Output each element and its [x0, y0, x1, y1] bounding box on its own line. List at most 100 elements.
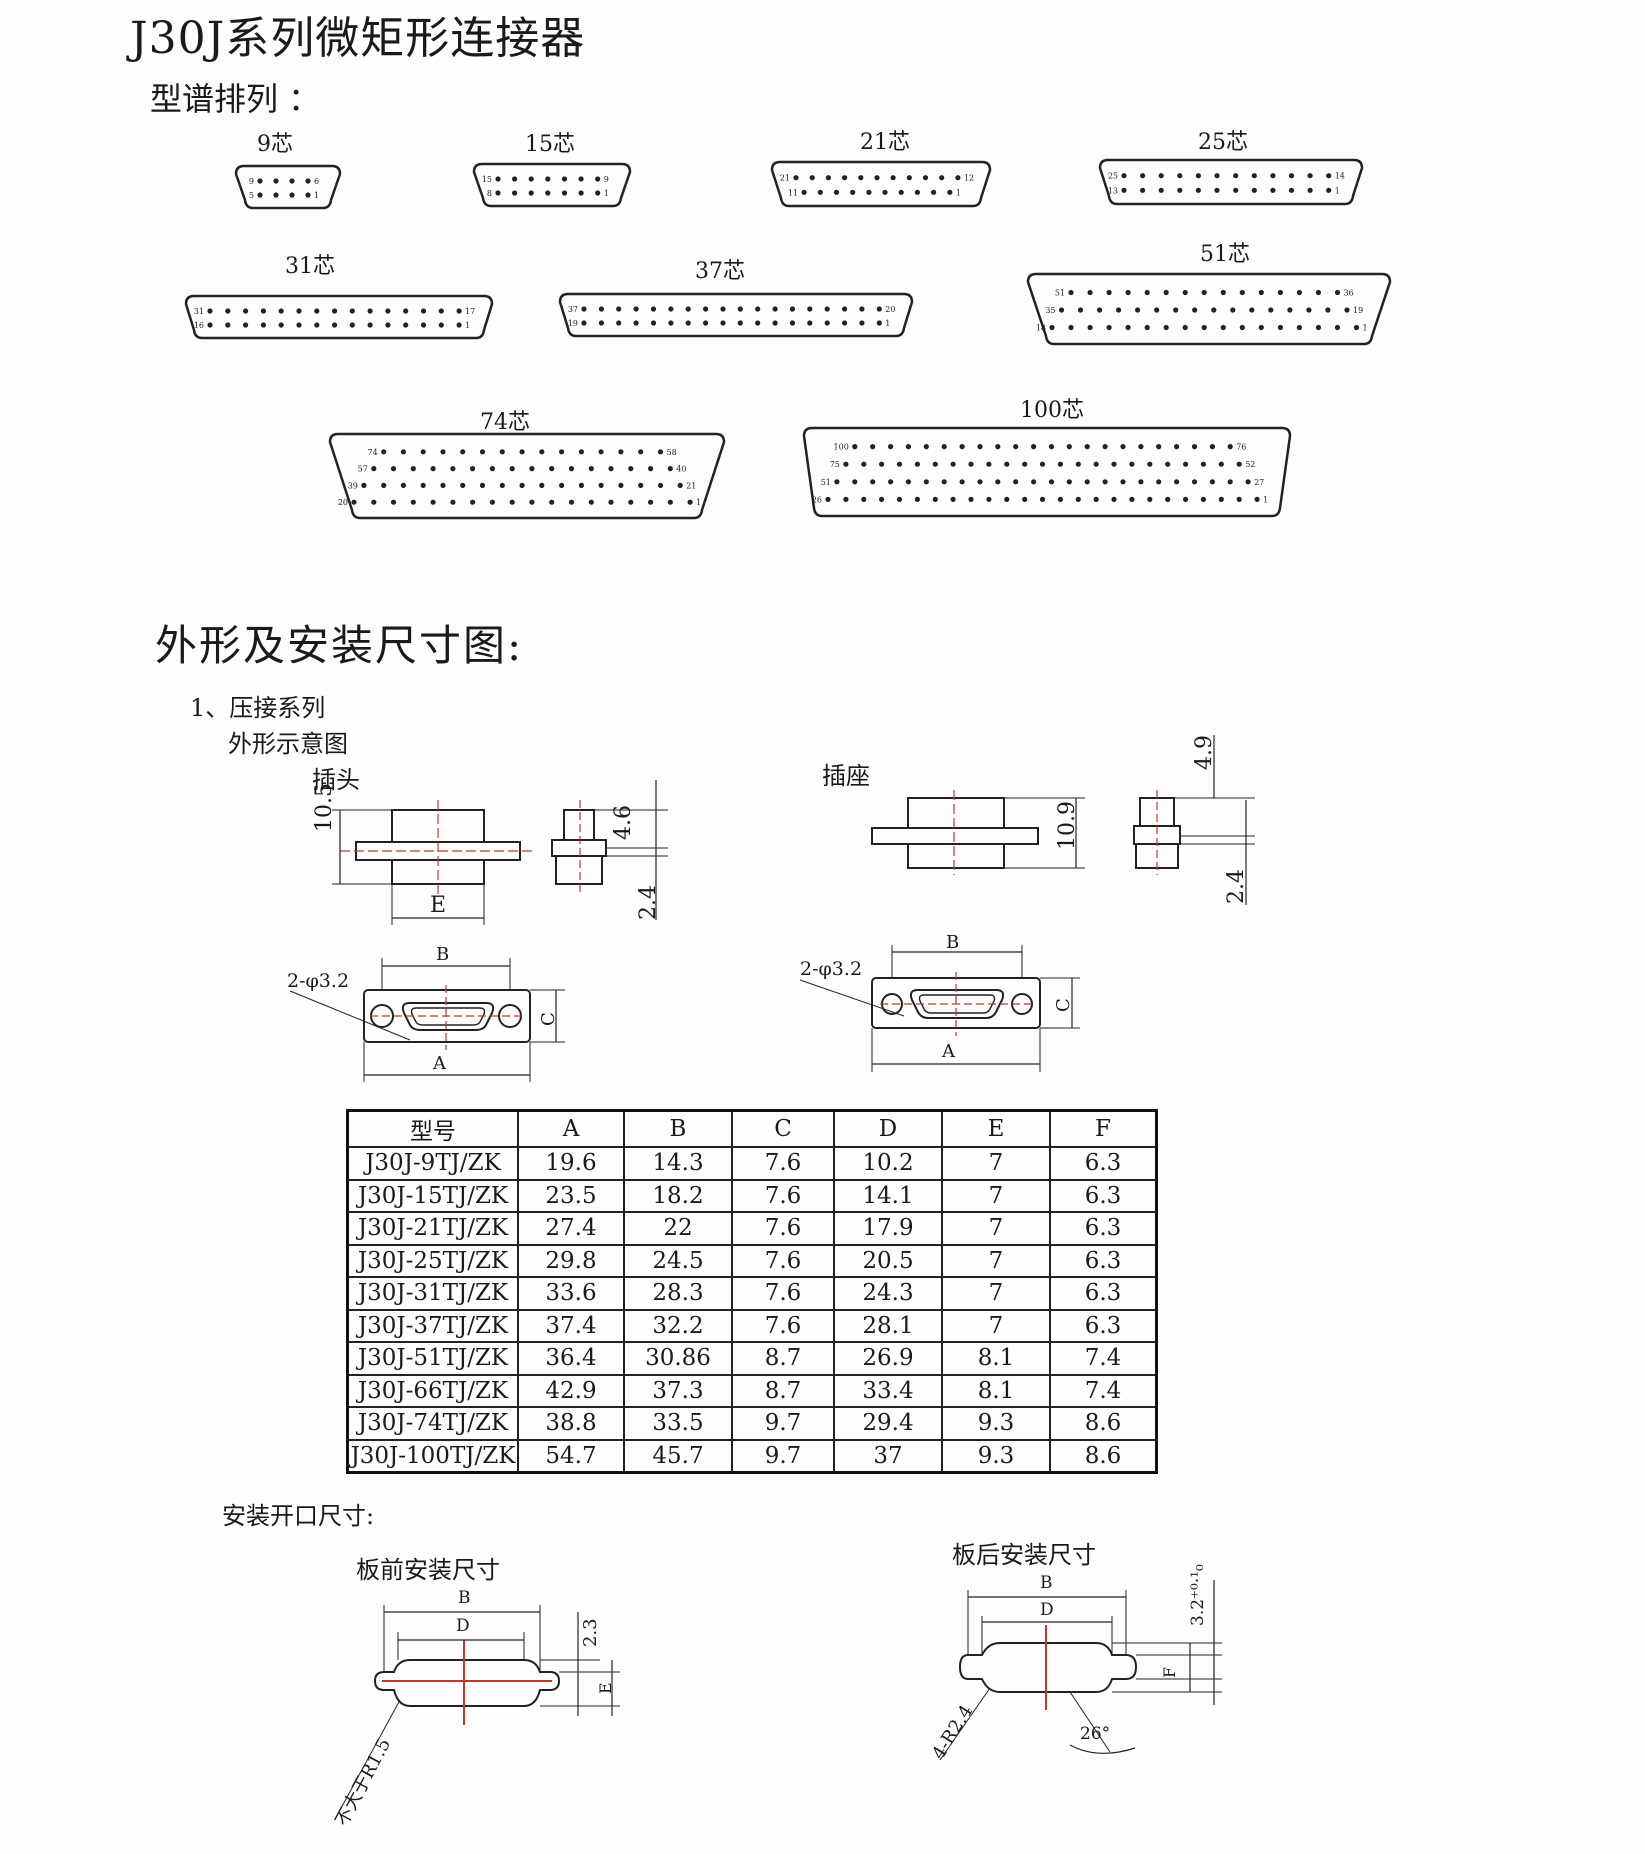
pin-dot [648, 499, 654, 505]
pin-dot [616, 306, 622, 312]
pin-label-left: 74 [368, 448, 378, 457]
pin-label-left: 5 [249, 191, 254, 200]
pin-dot [1057, 496, 1063, 502]
pin-dot [1031, 444, 1037, 450]
value-cell: 7 [941, 1178, 1051, 1213]
pin-dot [703, 320, 709, 326]
pin-dot [842, 306, 848, 312]
pin-dot [772, 320, 778, 326]
pin-dot [986, 496, 992, 502]
pin-dot [545, 190, 551, 196]
pin-label-left: 11 [788, 188, 798, 197]
model-cell: J30J-25TJ/ZK [346, 1243, 519, 1278]
value-cell: 10.2 [833, 1146, 943, 1181]
value-cell: 37.3 [623, 1373, 733, 1408]
pin-dot [755, 306, 761, 312]
pin-dot [1201, 289, 1207, 296]
pin-dot [470, 499, 476, 505]
dim-c-plug: C [538, 1012, 559, 1026]
value-cell: 33.4 [833, 1373, 943, 1408]
pin-dot [1140, 173, 1146, 179]
pin-dot [1097, 307, 1103, 313]
pin-dot [859, 306, 865, 312]
pin-dot [859, 320, 865, 326]
pin-dot [1058, 307, 1065, 313]
connector-label-15: 15芯 [525, 132, 575, 157]
pin-dot [1111, 496, 1117, 502]
pin-dot [539, 449, 545, 455]
pin-dot [932, 461, 938, 467]
pin-dot [1144, 324, 1150, 331]
pin-dot [1004, 461, 1010, 467]
value-cell: 7 [941, 1211, 1051, 1246]
value-cell: 27.4 [517, 1211, 625, 1246]
pin-dot [1013, 479, 1019, 485]
rear-dim-f: F [1160, 1666, 1179, 1678]
pin-dot [529, 499, 535, 505]
connector-outline [328, 432, 726, 520]
rear-dim-3-2: 3.2⁺⁰·¹₀ [1188, 1564, 1208, 1626]
pin-dot [667, 466, 673, 472]
pin-dot [260, 308, 266, 314]
pin-dot [1201, 324, 1207, 331]
pin-dot [950, 461, 956, 467]
pin-dot [657, 482, 664, 488]
pin-dot [879, 461, 885, 467]
pin-dot [628, 499, 634, 505]
value-cell: 7.4 [1049, 1373, 1158, 1408]
pin-label-left: 39 [348, 481, 358, 490]
pin-dot [296, 322, 302, 328]
pin-label-left: 26 [812, 495, 822, 504]
pin-dot [314, 308, 320, 314]
connector-label-51: 51芯 [1200, 242, 1250, 267]
pin-dot [456, 308, 462, 314]
pin-dot [1120, 479, 1126, 485]
pin-dot [1218, 496, 1224, 502]
table-header-row: 型号 A B C D E F [346, 1109, 1158, 1148]
pin-dot [1068, 289, 1074, 296]
pin-dot [420, 308, 427, 314]
series-heading: 1、压接系列 [190, 694, 326, 722]
pin-dot [1177, 173, 1183, 179]
pin-dot [403, 322, 409, 328]
pin-dot [1251, 187, 1257, 193]
pin-dot [882, 189, 888, 195]
pin-dot [685, 306, 691, 312]
pin-dot [1144, 289, 1150, 296]
pin-dot [1182, 324, 1188, 331]
pin-dot [438, 322, 444, 328]
pin-dot [289, 178, 295, 184]
pin-dot [456, 322, 462, 328]
connector-label-9: 9芯 [257, 132, 293, 157]
pin-dot [876, 306, 882, 312]
pin-label-left: 21 [780, 174, 790, 183]
connector-label-74: 74芯 [480, 410, 530, 435]
pin-dot [1084, 444, 1090, 450]
pin-dot [737, 306, 743, 312]
pin-dot [273, 192, 279, 198]
value-cell: 6.3 [1049, 1308, 1158, 1343]
front-dim-e: E [596, 1682, 615, 1694]
header-d: D [833, 1109, 943, 1148]
pin-dot [243, 322, 249, 328]
header-f: F [1049, 1109, 1158, 1148]
pin-dot [489, 466, 495, 472]
sketch-heading: 外形示意图 [228, 730, 348, 758]
pin-label-left: 51 [1055, 289, 1065, 298]
connector-outline [558, 292, 914, 338]
pin-dot [1174, 479, 1180, 485]
pin-dot [977, 479, 983, 485]
pin-dot [905, 479, 912, 485]
pin-dot [842, 175, 848, 181]
pin-dot [1116, 307, 1122, 313]
pin-dot [1013, 444, 1019, 450]
pin-dot [1209, 444, 1215, 450]
pin-dot [834, 479, 840, 485]
pin-dot [1031, 479, 1037, 485]
connector-outline [184, 294, 494, 340]
